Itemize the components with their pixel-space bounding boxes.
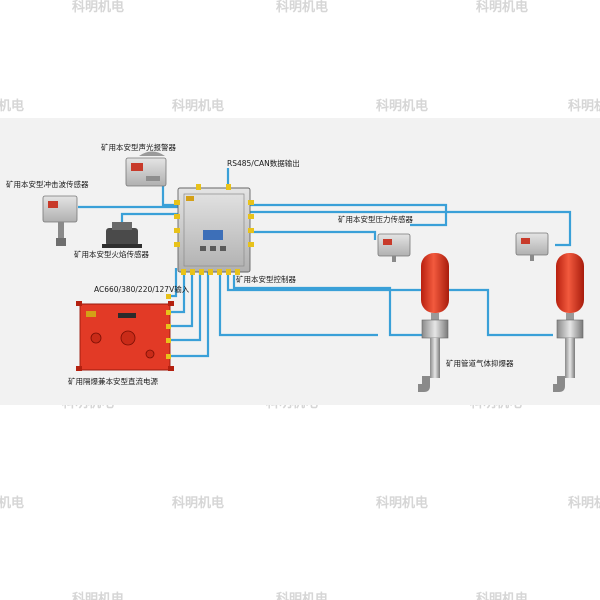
controller-connector xyxy=(235,269,240,275)
cable-suppressor-1 xyxy=(232,275,424,337)
suppressor-valve xyxy=(556,319,584,339)
pressure-sensor-box xyxy=(515,232,549,256)
controller-connector xyxy=(217,269,222,275)
controller-connector xyxy=(174,200,180,205)
controller-connector xyxy=(248,214,254,219)
cable-pressure-link xyxy=(248,230,377,240)
label-rs485: RS485/CAN数据输出 xyxy=(227,159,300,168)
cable-power-1 xyxy=(168,270,186,314)
power-connector xyxy=(166,338,171,343)
cable-network xyxy=(78,168,572,358)
power-lug xyxy=(168,366,174,371)
power-lug xyxy=(76,301,82,306)
shock-sensor-display xyxy=(48,201,58,208)
flame-sensor-head xyxy=(112,222,132,230)
power-ex-badge xyxy=(86,311,96,317)
controller-display xyxy=(203,230,223,240)
pressure-sensor-box xyxy=(377,233,411,257)
flame-sensor xyxy=(102,222,142,248)
label-pressure-sensor: 矿用本安型压力传感器 xyxy=(338,215,413,224)
suppressor-valve xyxy=(421,319,449,339)
flame-sensor-body xyxy=(106,228,138,246)
suppressor-tank xyxy=(421,253,449,313)
controller-connector xyxy=(174,214,180,219)
power-lug xyxy=(76,366,82,371)
suppressor-neck xyxy=(566,313,574,321)
suppressor-nozzle xyxy=(418,376,430,392)
label-alarm: 矿用本安型声光报警器 xyxy=(101,143,176,152)
pressure-sensor-2 xyxy=(515,232,549,261)
cable-suppressor-bus xyxy=(218,275,378,337)
controller xyxy=(174,184,254,275)
power-connector xyxy=(166,324,171,329)
controller-connector xyxy=(226,184,231,190)
cable-power-3 xyxy=(168,270,202,342)
controller-connector xyxy=(174,242,180,247)
alarm-lamp xyxy=(139,151,165,156)
suppressor-2 xyxy=(553,253,584,392)
controller-button xyxy=(210,246,216,251)
flame-sensor-base xyxy=(102,244,142,248)
alarm-device xyxy=(125,151,167,187)
controller-button xyxy=(200,246,206,251)
pressure-sensor-port xyxy=(530,255,534,261)
suppressor-neck xyxy=(431,313,439,321)
suppressor-1 xyxy=(418,253,449,392)
controller-connector xyxy=(181,269,186,275)
pressure-sensor-display xyxy=(521,238,530,244)
controller-connector xyxy=(174,228,180,233)
pressure-sensor-display xyxy=(383,239,392,245)
power-connector xyxy=(166,310,171,315)
controller-ex-badge xyxy=(186,196,194,201)
suppressor-tank xyxy=(556,253,584,313)
controller-connector xyxy=(208,269,213,275)
label-flame-sensor: 矿用本安型火焰传感器 xyxy=(74,250,149,259)
label-ac-input: AC660/380/220/127V输入 xyxy=(94,285,190,294)
controller-panel xyxy=(183,193,245,267)
controller-connector xyxy=(248,200,254,205)
suppressor-pipe xyxy=(565,338,575,378)
controller-connector xyxy=(196,184,201,190)
controller-connector xyxy=(248,242,254,247)
label-shock-sensor: 矿用本安型冲击波传感器 xyxy=(6,180,89,189)
cable-pressure-sensor-2 xyxy=(248,210,572,247)
controller-button xyxy=(220,246,226,251)
power-knob xyxy=(145,349,155,359)
label-controller: 矿用本安型控制器 xyxy=(236,275,296,284)
power-connector xyxy=(166,354,171,359)
power-supply xyxy=(76,294,174,371)
power-nameplate xyxy=(118,313,136,318)
power-knob xyxy=(90,332,102,344)
power-window xyxy=(120,330,136,346)
shock-sensor-box xyxy=(42,195,78,223)
pressure-sensor-port xyxy=(392,256,396,262)
suppressor-nozzle xyxy=(553,376,565,392)
cable-suppressor-2 xyxy=(226,275,553,337)
suppressor-pipe xyxy=(430,338,440,378)
label-power-supply: 矿用隔爆兼本安型直流电源 xyxy=(68,377,158,386)
power-lug xyxy=(168,301,174,306)
cable-pressure-sensor-1 xyxy=(248,203,448,227)
alarm-display xyxy=(131,163,143,171)
shock-sensor xyxy=(42,195,78,246)
alarm-plate xyxy=(146,176,160,181)
shock-sensor-probe xyxy=(58,222,64,246)
controller-connector xyxy=(190,269,195,275)
controller-connector xyxy=(248,228,254,233)
shock-sensor-probe-tip xyxy=(56,238,66,246)
pressure-sensor-1 xyxy=(377,233,411,262)
label-suppressor: 矿用管道气体抑爆器 xyxy=(446,359,514,368)
cable-power-2 xyxy=(168,270,194,328)
controller-connector xyxy=(226,269,231,275)
cable-power-4 xyxy=(168,270,210,358)
power-connector xyxy=(166,294,171,299)
alarm-box xyxy=(125,157,167,187)
controller-connector xyxy=(199,269,204,275)
